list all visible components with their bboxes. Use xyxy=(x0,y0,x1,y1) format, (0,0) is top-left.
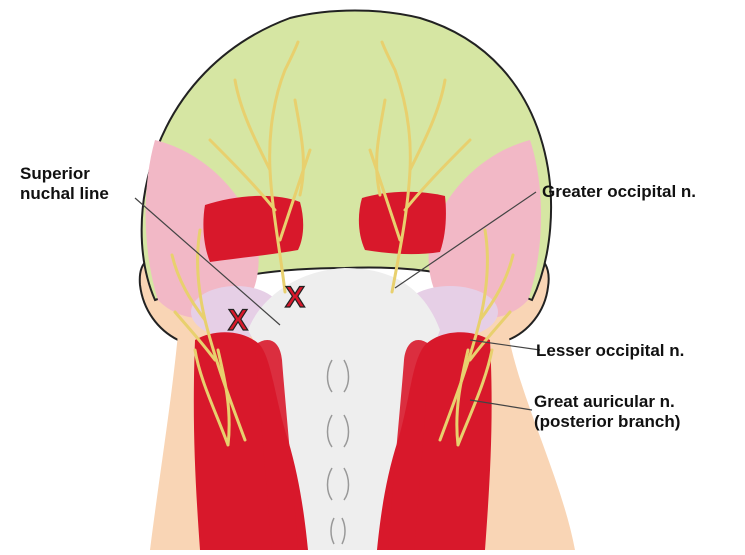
x-marker-lower: X xyxy=(228,304,248,337)
label-lesser-occipital: Lesser occipital n. xyxy=(536,341,684,361)
label-superior-nuchal-line-l2: nuchal line xyxy=(20,184,109,204)
right-occipital-patch xyxy=(359,192,446,254)
label-greater-occipital: Greater occipital n. xyxy=(542,182,696,202)
label-superior-nuchal-line-l1: Superior xyxy=(20,164,109,184)
label-great-auricular-l2: (posterior branch) xyxy=(534,412,680,432)
x-marker-upper: X xyxy=(285,281,305,314)
label-great-auricular-l1: Great auricular n. xyxy=(534,392,680,412)
label-great-auricular: Great auricular n. (posterior branch) xyxy=(534,392,680,432)
label-superior-nuchal-line: Superior nuchal line xyxy=(20,164,109,204)
